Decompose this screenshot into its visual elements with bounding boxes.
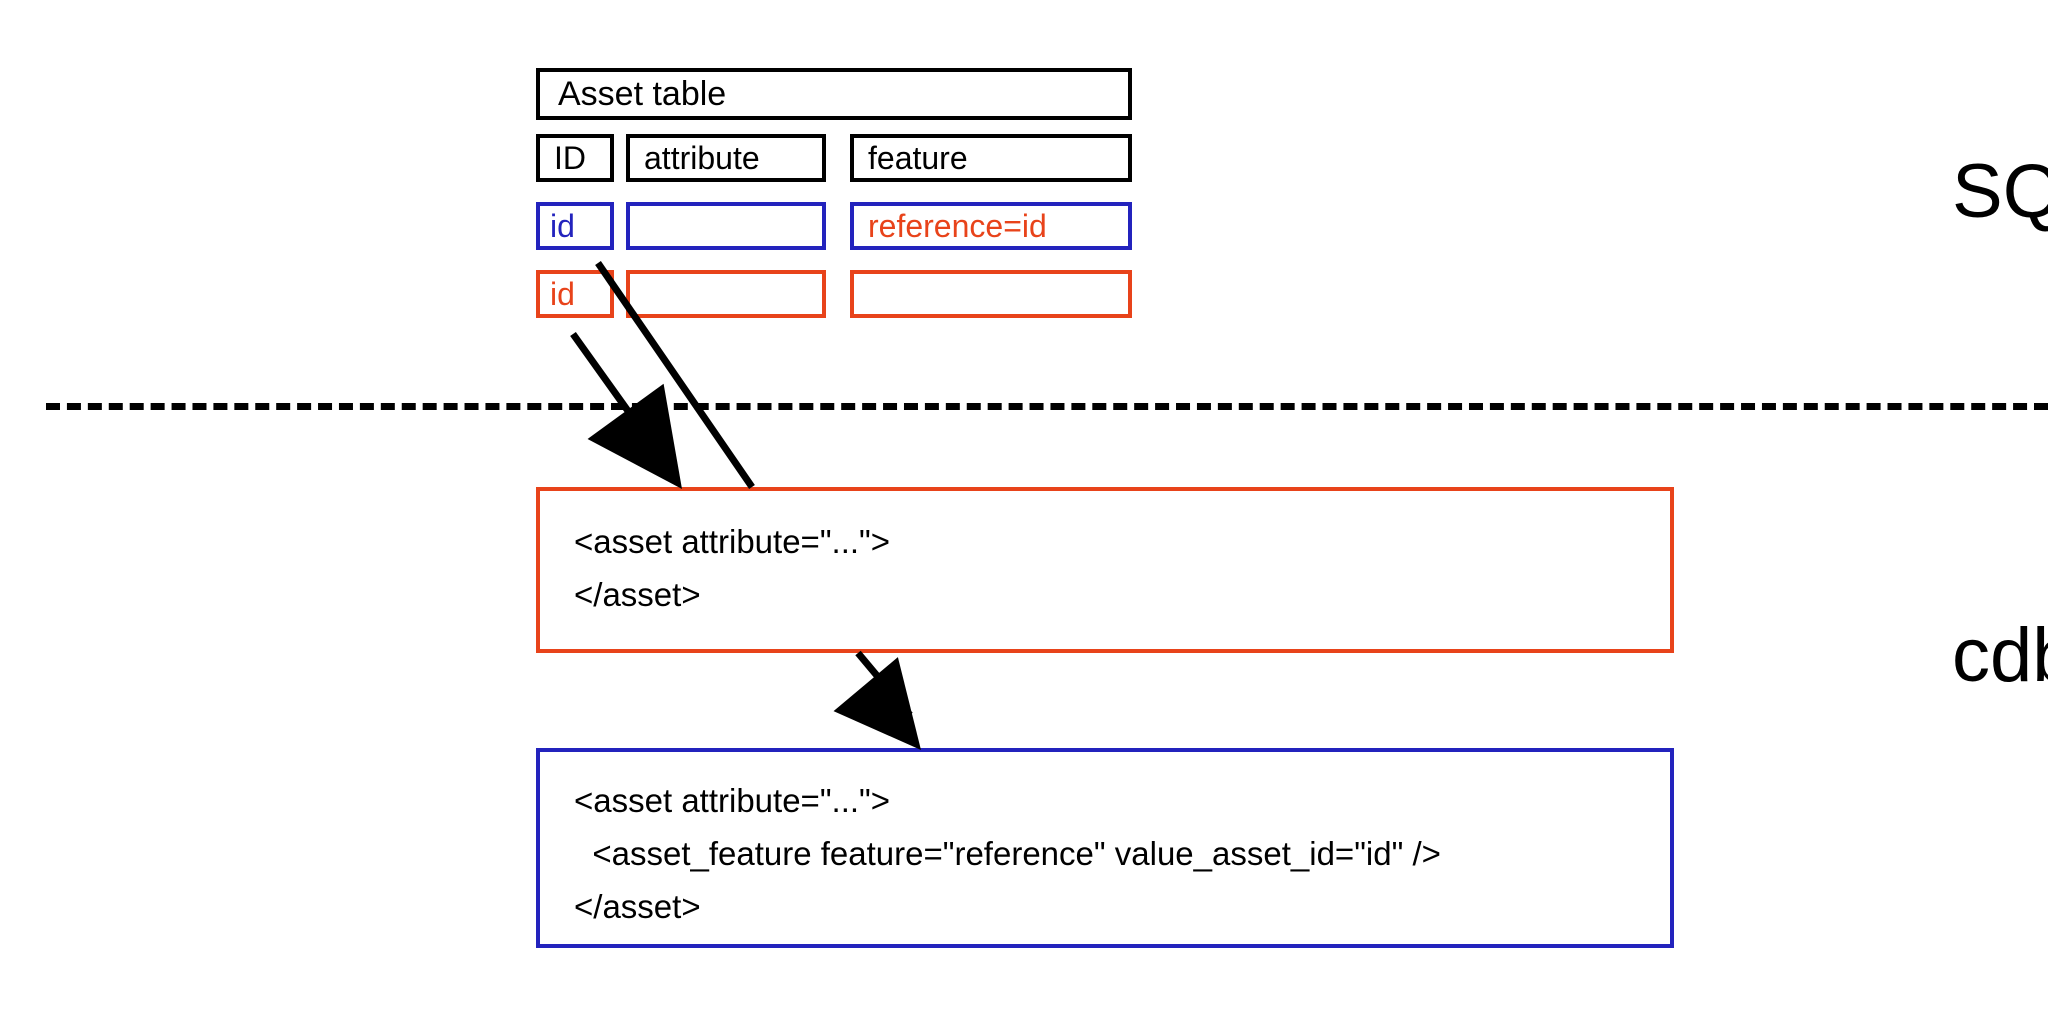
- arrow-red-id-to-red-xml-shaft: [570, 331, 666, 463]
- xml-red-line-2: </asset>: [574, 576, 701, 613]
- arrow-red-xml-to-blue-xml-shaft: [855, 650, 913, 718]
- section-label-sql: SQL: [1952, 149, 2048, 234]
- arrow-red-id-to-red-xml-head: [587, 383, 682, 489]
- cdb-xml-box-blue: <asset attribute="..."> <asset_feature f…: [536, 748, 1674, 948]
- row-red-cell-attribute: [626, 270, 826, 318]
- row-red-cell-id: id: [536, 270, 614, 318]
- xml-blue-line-3: </asset>: [574, 888, 701, 925]
- column-header-attribute: attribute: [626, 134, 826, 182]
- asset-table-title: Asset table: [536, 68, 1132, 120]
- xml-blue-line-2: <asset_feature feature="reference" value…: [574, 835, 1441, 872]
- arrow-red-xml-to-blue-xml-head: [833, 657, 921, 750]
- row-blue-cell-feature: reference=id: [850, 202, 1132, 250]
- xml-red-line-1: <asset attribute="...">: [574, 523, 891, 560]
- asset-table: Asset table ID attribute feature id refe…: [536, 68, 1140, 340]
- xml-blue-line-1: <asset attribute="...">: [574, 782, 891, 819]
- column-header-id: ID: [536, 134, 614, 182]
- column-header-feature: feature: [850, 134, 1132, 182]
- section-label-cdb: cdb: [1952, 613, 2048, 698]
- row-blue-cell-attribute: [626, 202, 826, 250]
- cdb-xml-box-red: <asset attribute="..."> </asset>: [536, 487, 1674, 653]
- row-blue-cell-id: id: [536, 202, 614, 250]
- row-red-cell-feature: [850, 270, 1132, 318]
- section-divider: [46, 403, 2048, 410]
